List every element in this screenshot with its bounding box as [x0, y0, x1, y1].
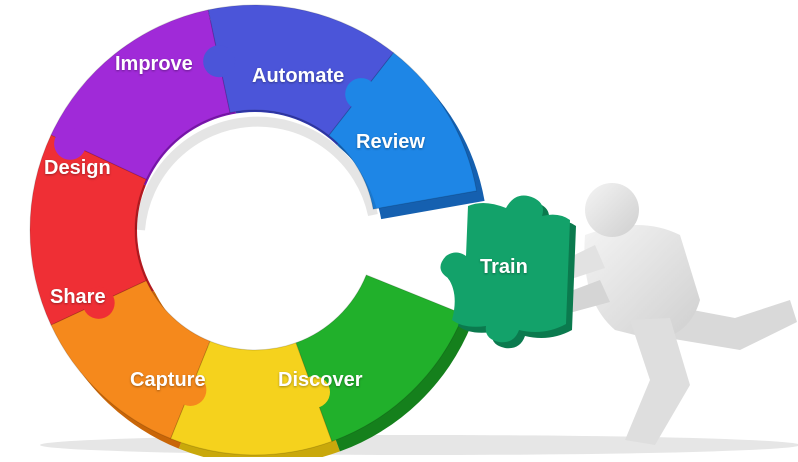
- ring-inner-hole: [137, 112, 373, 348]
- segment-design: [29, 134, 147, 326]
- segment-share: [50, 280, 211, 440]
- puzzle-knob-share: [174, 373, 207, 406]
- label-capture: Capture: [130, 369, 206, 391]
- figure-front-leg: [625, 318, 690, 445]
- person-figure: [560, 183, 797, 445]
- ground-shadow: [40, 435, 798, 455]
- segment-improve: [50, 9, 231, 180]
- puzzle-knob-review: [345, 78, 378, 111]
- segment-discover: [295, 274, 465, 443]
- puzzle-knob-design: [82, 286, 115, 319]
- ring-inner-bevel: [135, 116, 378, 231]
- figure-torso: [584, 225, 700, 340]
- ring-face: [29, 4, 478, 456]
- segment-capture: [170, 340, 333, 456]
- puzzle-knob-improve: [54, 127, 87, 160]
- segment-automate: [207, 4, 395, 137]
- puzzle-knob-automate: [203, 45, 236, 78]
- label-design: Design: [44, 157, 111, 179]
- label-review: Review: [356, 131, 425, 153]
- label-share: Share: [50, 286, 106, 308]
- label-improve: Improve: [115, 53, 193, 75]
- label-train: Train: [480, 256, 528, 278]
- figure-head: [585, 183, 639, 237]
- train-piece-face: [440, 195, 570, 343]
- label-discover: Discover: [278, 369, 363, 391]
- puzzle-knob-capture: [297, 376, 330, 409]
- label-automate: Automate: [252, 65, 345, 87]
- train-piece: [440, 195, 576, 349]
